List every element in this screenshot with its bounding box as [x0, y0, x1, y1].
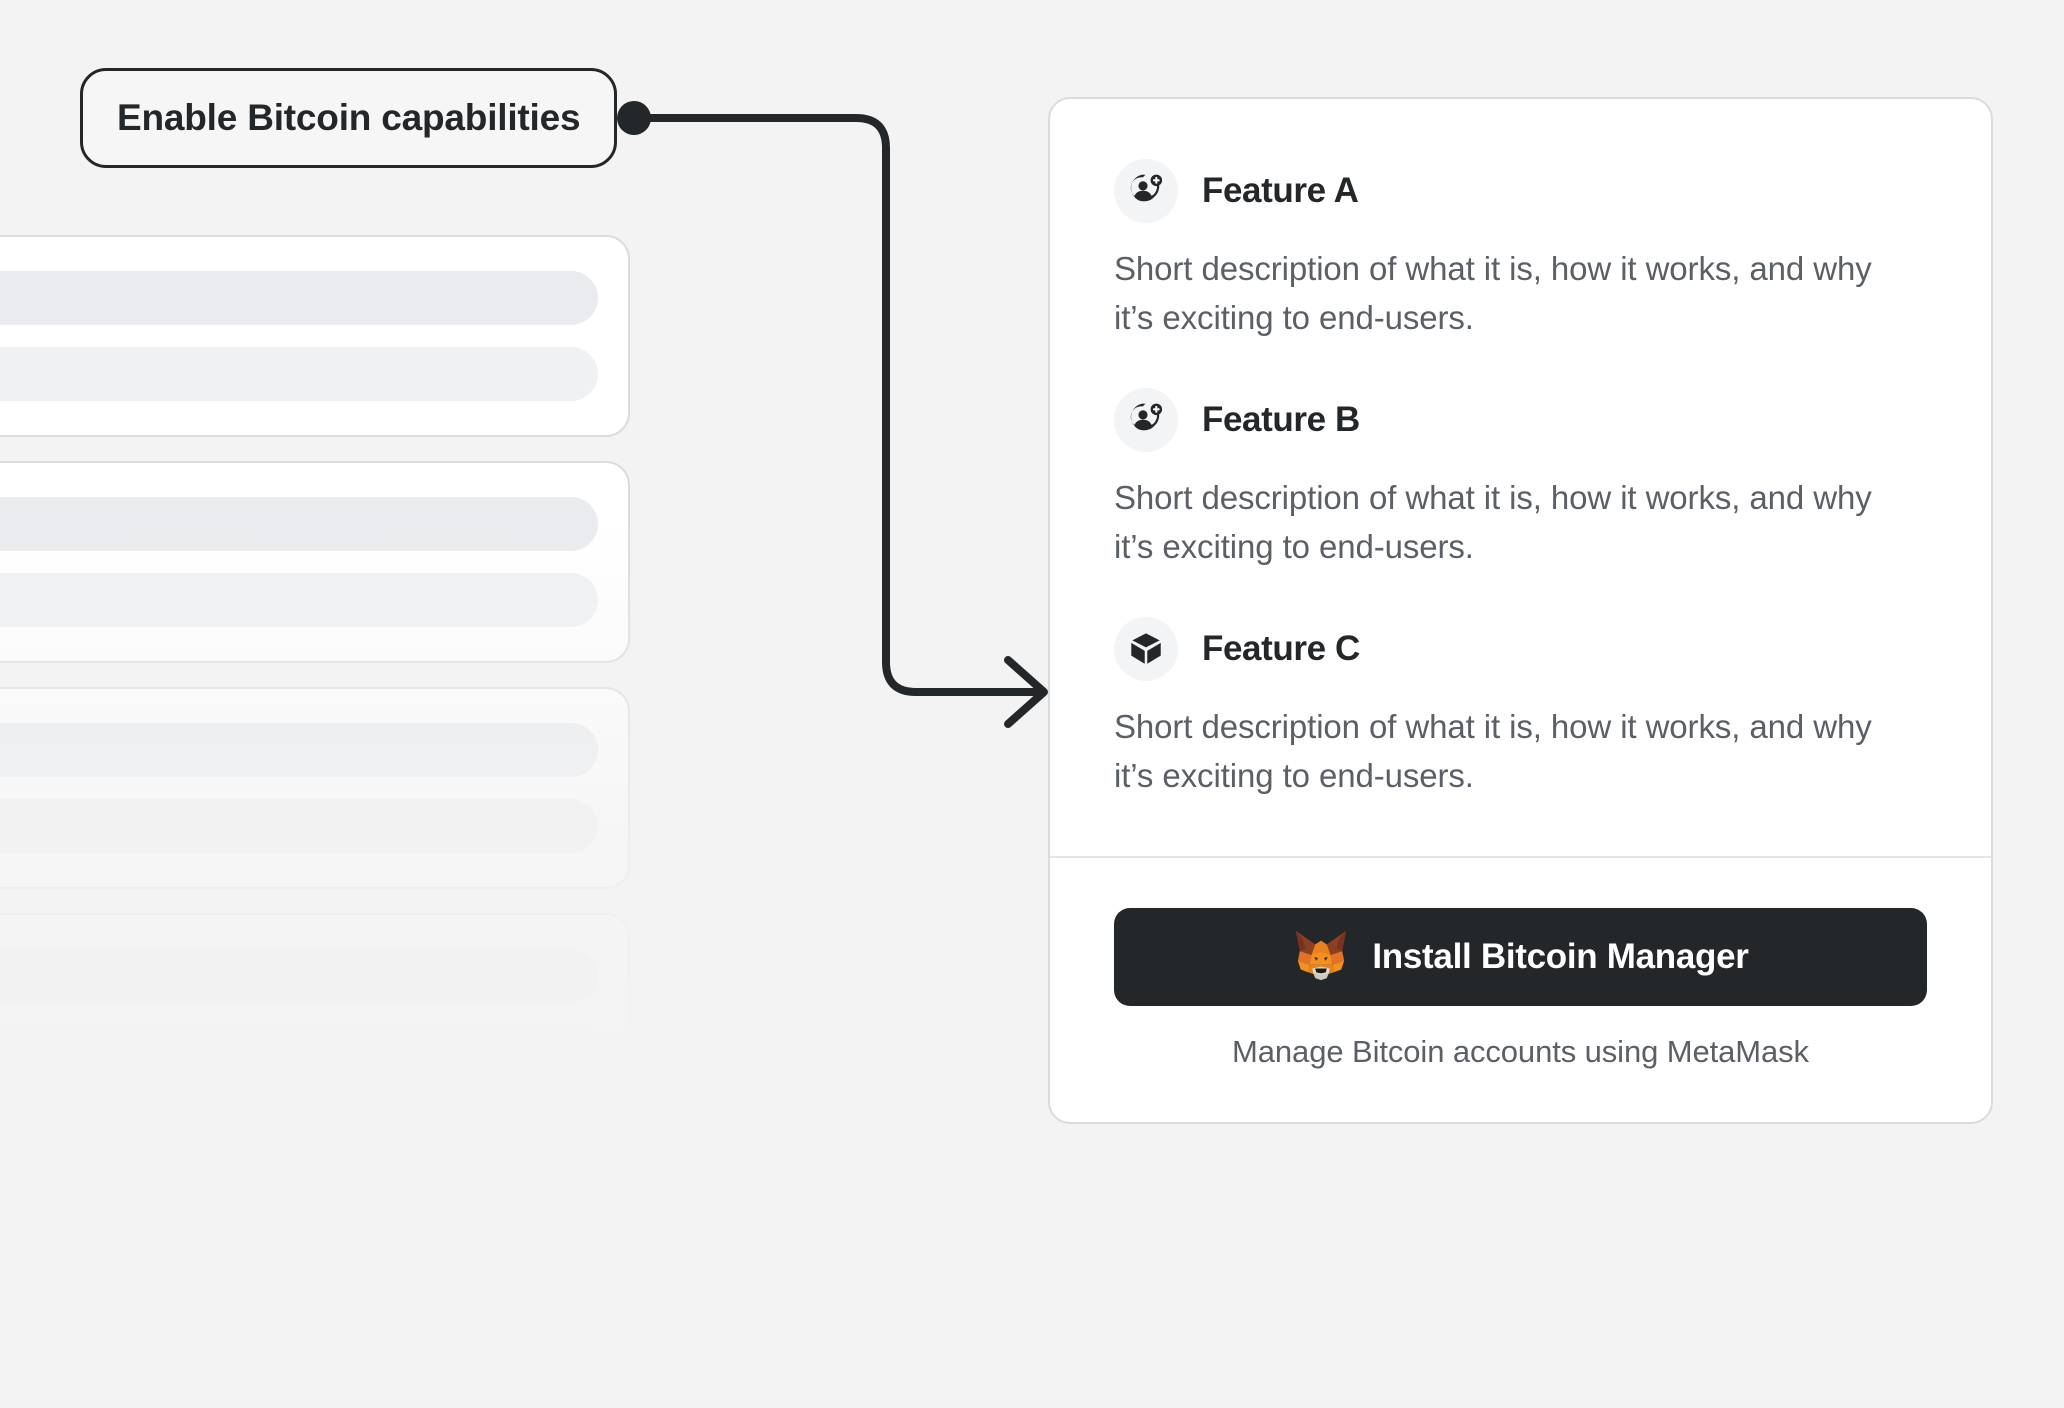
card-divider	[1050, 856, 1991, 858]
install-caption: Manage Bitcoin accounts using MetaMask	[1232, 1034, 1809, 1069]
feature-title: Feature A	[1202, 171, 1359, 210]
user-add-icon	[1114, 159, 1178, 223]
connector-dot-icon	[617, 101, 651, 135]
skeleton-bar	[0, 271, 598, 325]
skeleton-card	[0, 1139, 630, 1341]
skeleton-bar	[0, 1175, 598, 1229]
install-button-label: Install Bitcoin Manager	[1372, 937, 1749, 976]
feature-header: Feature B	[1114, 388, 1927, 452]
cube-icon	[1114, 617, 1178, 681]
skeleton-bar	[0, 497, 598, 551]
card-footer: Install Bitcoin Manager Manage Bitcoin a…	[1050, 858, 1991, 1122]
skeleton-bar	[0, 1251, 598, 1305]
skeleton-card	[0, 687, 630, 889]
skeleton-bar	[0, 949, 598, 1003]
feature-description: Short description of what it is, how it …	[1114, 250, 1872, 336]
metamask-fox-icon	[1292, 929, 1350, 986]
annotation-label: Enable Bitcoin capabilities	[117, 97, 581, 138]
feature-description: Short description of what it is, how it …	[1114, 479, 1872, 565]
feature-list: Feature A Short description of what it i…	[1050, 99, 1991, 856]
skeleton-bar	[0, 573, 598, 627]
feature-header: Feature A	[1114, 159, 1927, 223]
feature-title: Feature B	[1202, 400, 1360, 439]
feature-header: Feature C	[1114, 617, 1927, 681]
background-skeleton-list	[0, 235, 630, 1365]
user-add-icon	[1114, 388, 1178, 452]
feature-card: Feature A Short description of what it i…	[1048, 97, 1993, 1124]
feature-item: Feature A Short description of what it i…	[1114, 159, 1927, 342]
install-bitcoin-manager-button[interactable]: Install Bitcoin Manager	[1114, 908, 1927, 1006]
skeleton-card	[0, 913, 630, 1115]
feature-description: Short description of what it is, how it …	[1114, 708, 1872, 794]
skeleton-bar	[0, 1025, 598, 1079]
skeleton-card	[0, 235, 630, 437]
feature-item: Feature B Short description of what it i…	[1114, 388, 1927, 571]
skeleton-bar	[0, 347, 598, 401]
skeleton-card	[0, 461, 630, 663]
feature-item: Feature C Short description of what it i…	[1114, 617, 1927, 800]
skeleton-bar	[0, 799, 598, 853]
feature-title: Feature C	[1202, 629, 1360, 668]
skeleton-bar	[0, 723, 598, 777]
annotation-pill: Enable Bitcoin capabilities	[80, 68, 618, 168]
